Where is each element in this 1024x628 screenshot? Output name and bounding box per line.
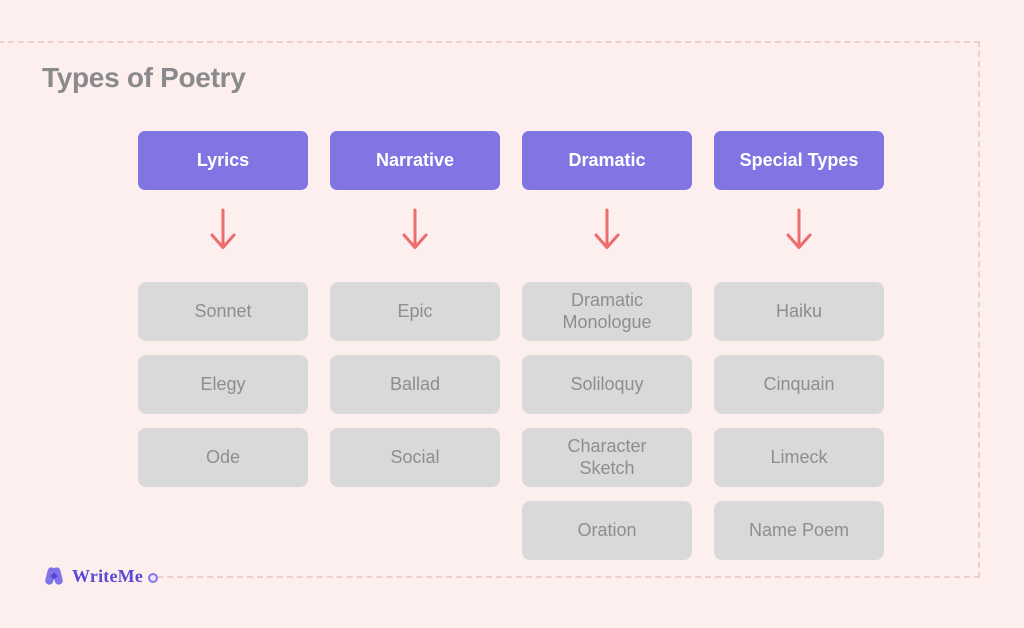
poetry-types-diagram: Lyrics Sonnet Elegy Ode Narrative Epic B… — [138, 131, 884, 560]
down-arrow-icon — [786, 208, 812, 249]
arrow-zone — [138, 190, 308, 268]
poetry-type-box: Social — [330, 428, 500, 487]
column-header: Special Types — [714, 131, 884, 190]
writeme-logo: WriteMe — [42, 564, 159, 588]
arrow-zone — [522, 190, 692, 268]
poetry-type-box: Ode — [138, 428, 308, 487]
dot-icon — [148, 573, 159, 583]
poetry-type-box: Ballad — [330, 355, 500, 414]
writeme-butterfly-icon — [45, 567, 63, 585]
poetry-type-box: Cinquain — [714, 355, 884, 414]
poetry-type-box: Epic — [330, 282, 500, 341]
poetry-type-box: Elegy — [138, 355, 308, 414]
poetry-type-box: Haiku — [714, 282, 884, 341]
poetry-type-box: Limeck — [714, 428, 884, 487]
logo-text: WriteMe — [72, 565, 144, 586]
poetry-type-box: Soliloquy — [522, 355, 692, 414]
page-title: Types of Poetry — [42, 62, 246, 93]
down-arrow-icon — [402, 208, 428, 249]
poetry-type-box: Name Poem — [714, 501, 884, 560]
column-dramatic: Dramatic Dramatic Monologue Soliloquy Ch… — [522, 131, 692, 560]
logo-background-strip — [0, 558, 148, 600]
down-arrow-icon — [210, 208, 236, 249]
poetry-type-box: Sonnet — [138, 282, 308, 341]
down-arrow-icon — [594, 208, 620, 249]
column-header: Lyrics — [138, 131, 308, 190]
column-header: Dramatic — [522, 131, 692, 190]
poetry-type-box: Dramatic Monologue — [522, 282, 692, 341]
poetry-type-box: Character Sketch — [522, 428, 692, 487]
column-narrative: Narrative Epic Ballad Social — [330, 131, 500, 560]
poetry-type-box: Oration — [522, 501, 692, 560]
column-lyrics: Lyrics Sonnet Elegy Ode — [138, 131, 308, 560]
arrow-zone — [714, 190, 884, 268]
dashed-border — [0, 41, 980, 578]
column-header: Narrative — [330, 131, 500, 190]
column-special-types: Special Types Haiku Cinquain Limeck Name… — [714, 131, 884, 560]
arrow-zone — [330, 190, 500, 268]
